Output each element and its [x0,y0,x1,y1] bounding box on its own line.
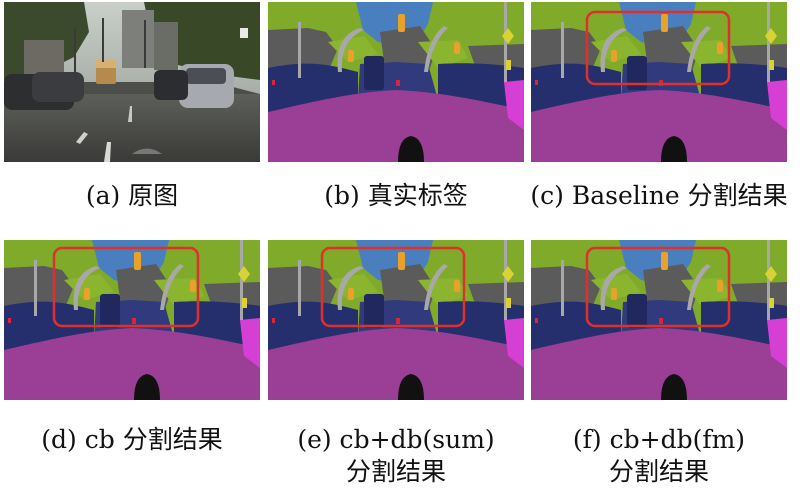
caption-b: (b) 真实标签 [324,181,468,210]
segmentation-map [268,240,524,400]
highlight-box [320,246,466,328]
caption-a: (a) 原图 [85,181,179,210]
segmentation-map [531,240,787,400]
caption-d: (d) cb 分割结果 [41,425,223,454]
segmentation-map [268,2,524,162]
highlight-box [52,246,200,328]
panel-c-baseline-result [531,2,787,162]
caption-e: (e) cb+db(sum) 分割结果 [297,425,495,486]
highlight-box [585,10,731,86]
segmentation-map [531,2,787,162]
segmentation-map [4,240,260,400]
caption-c: (c) Baseline 分割结果 [530,181,788,210]
panel-a-original-image [4,2,260,162]
caption-f: (f) cb+db(fm) 分割结果 [572,425,746,486]
street-photo [4,2,260,162]
panel-b-ground-truth [268,2,524,162]
panel-f-cb-db-fm-result [531,240,787,400]
panel-e-cb-db-sum-result [268,240,524,400]
panel-d-cb-result [4,240,260,400]
highlight-box [585,246,731,328]
